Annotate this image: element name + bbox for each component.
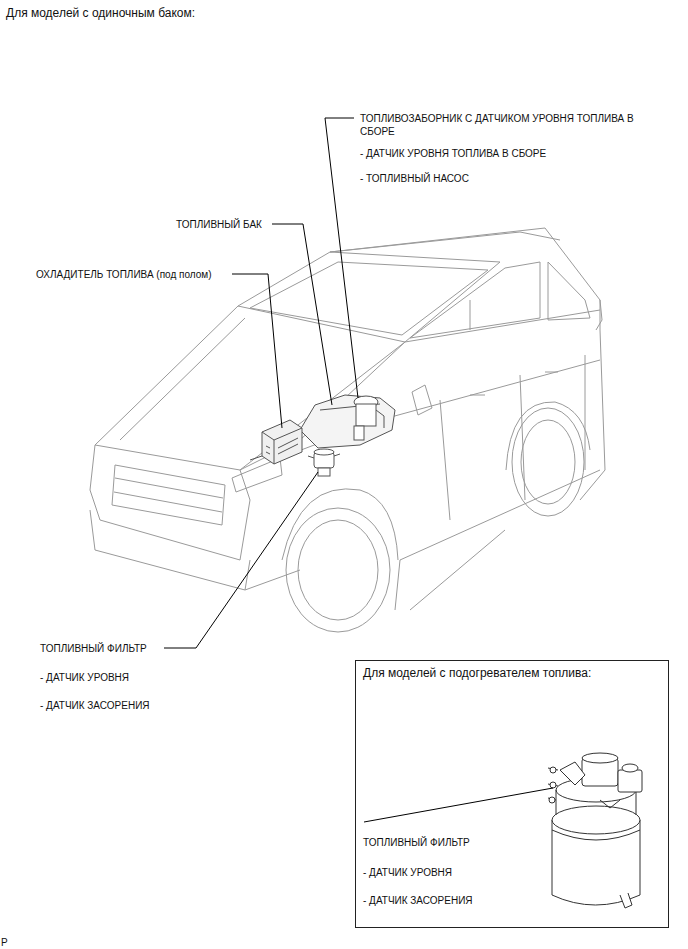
- part-label: ТОПЛИВНЫЙ БАК: [176, 218, 262, 231]
- inset-panel: Для моделей с подогревателем топлива: ТОП…: [355, 660, 669, 928]
- part-label: - ДАТЧИК УРОВНЯ ТОПЛИВА В СБОРЕ: [360, 147, 546, 160]
- car-outline: [90, 228, 605, 632]
- part-label: - ДАТЧИК ЗАСОРЕНИЯ: [363, 894, 473, 907]
- leader-lines: [164, 118, 553, 822]
- part-label: - ДАТЧИК ЗАСОРЕНИЯ: [40, 699, 150, 712]
- part-label: ТОПЛИВНЫЙ ФИЛЬТР: [363, 836, 470, 849]
- part-label: P: [1, 936, 8, 949]
- part-label: - ДАТЧИК УРОВНЯ: [40, 671, 129, 684]
- part-label: - ТОПЛИВНЫЙ НАСОС: [360, 172, 469, 185]
- part-label: ТОПЛИВНЫЙ ФИЛЬТР: [40, 642, 147, 655]
- part-label: - ДАТЧИК УРОВНЯ: [363, 866, 452, 879]
- fuel-filter-with-heater: [548, 753, 642, 908]
- fuel-components: [250, 395, 395, 476]
- section-title: Для моделей с одиночным баком:: [6, 5, 195, 21]
- part-label: ТОПЛИВОЗАБОРНИК С ДАТЧИКОМ УРОВНЯ ТОПЛИВ…: [360, 112, 660, 138]
- inset-heading: Для моделей с подогревателем топлива:: [363, 665, 591, 681]
- part-label: ОХЛАДИТЕЛЬ ТОПЛИВА (под полом): [36, 268, 212, 281]
